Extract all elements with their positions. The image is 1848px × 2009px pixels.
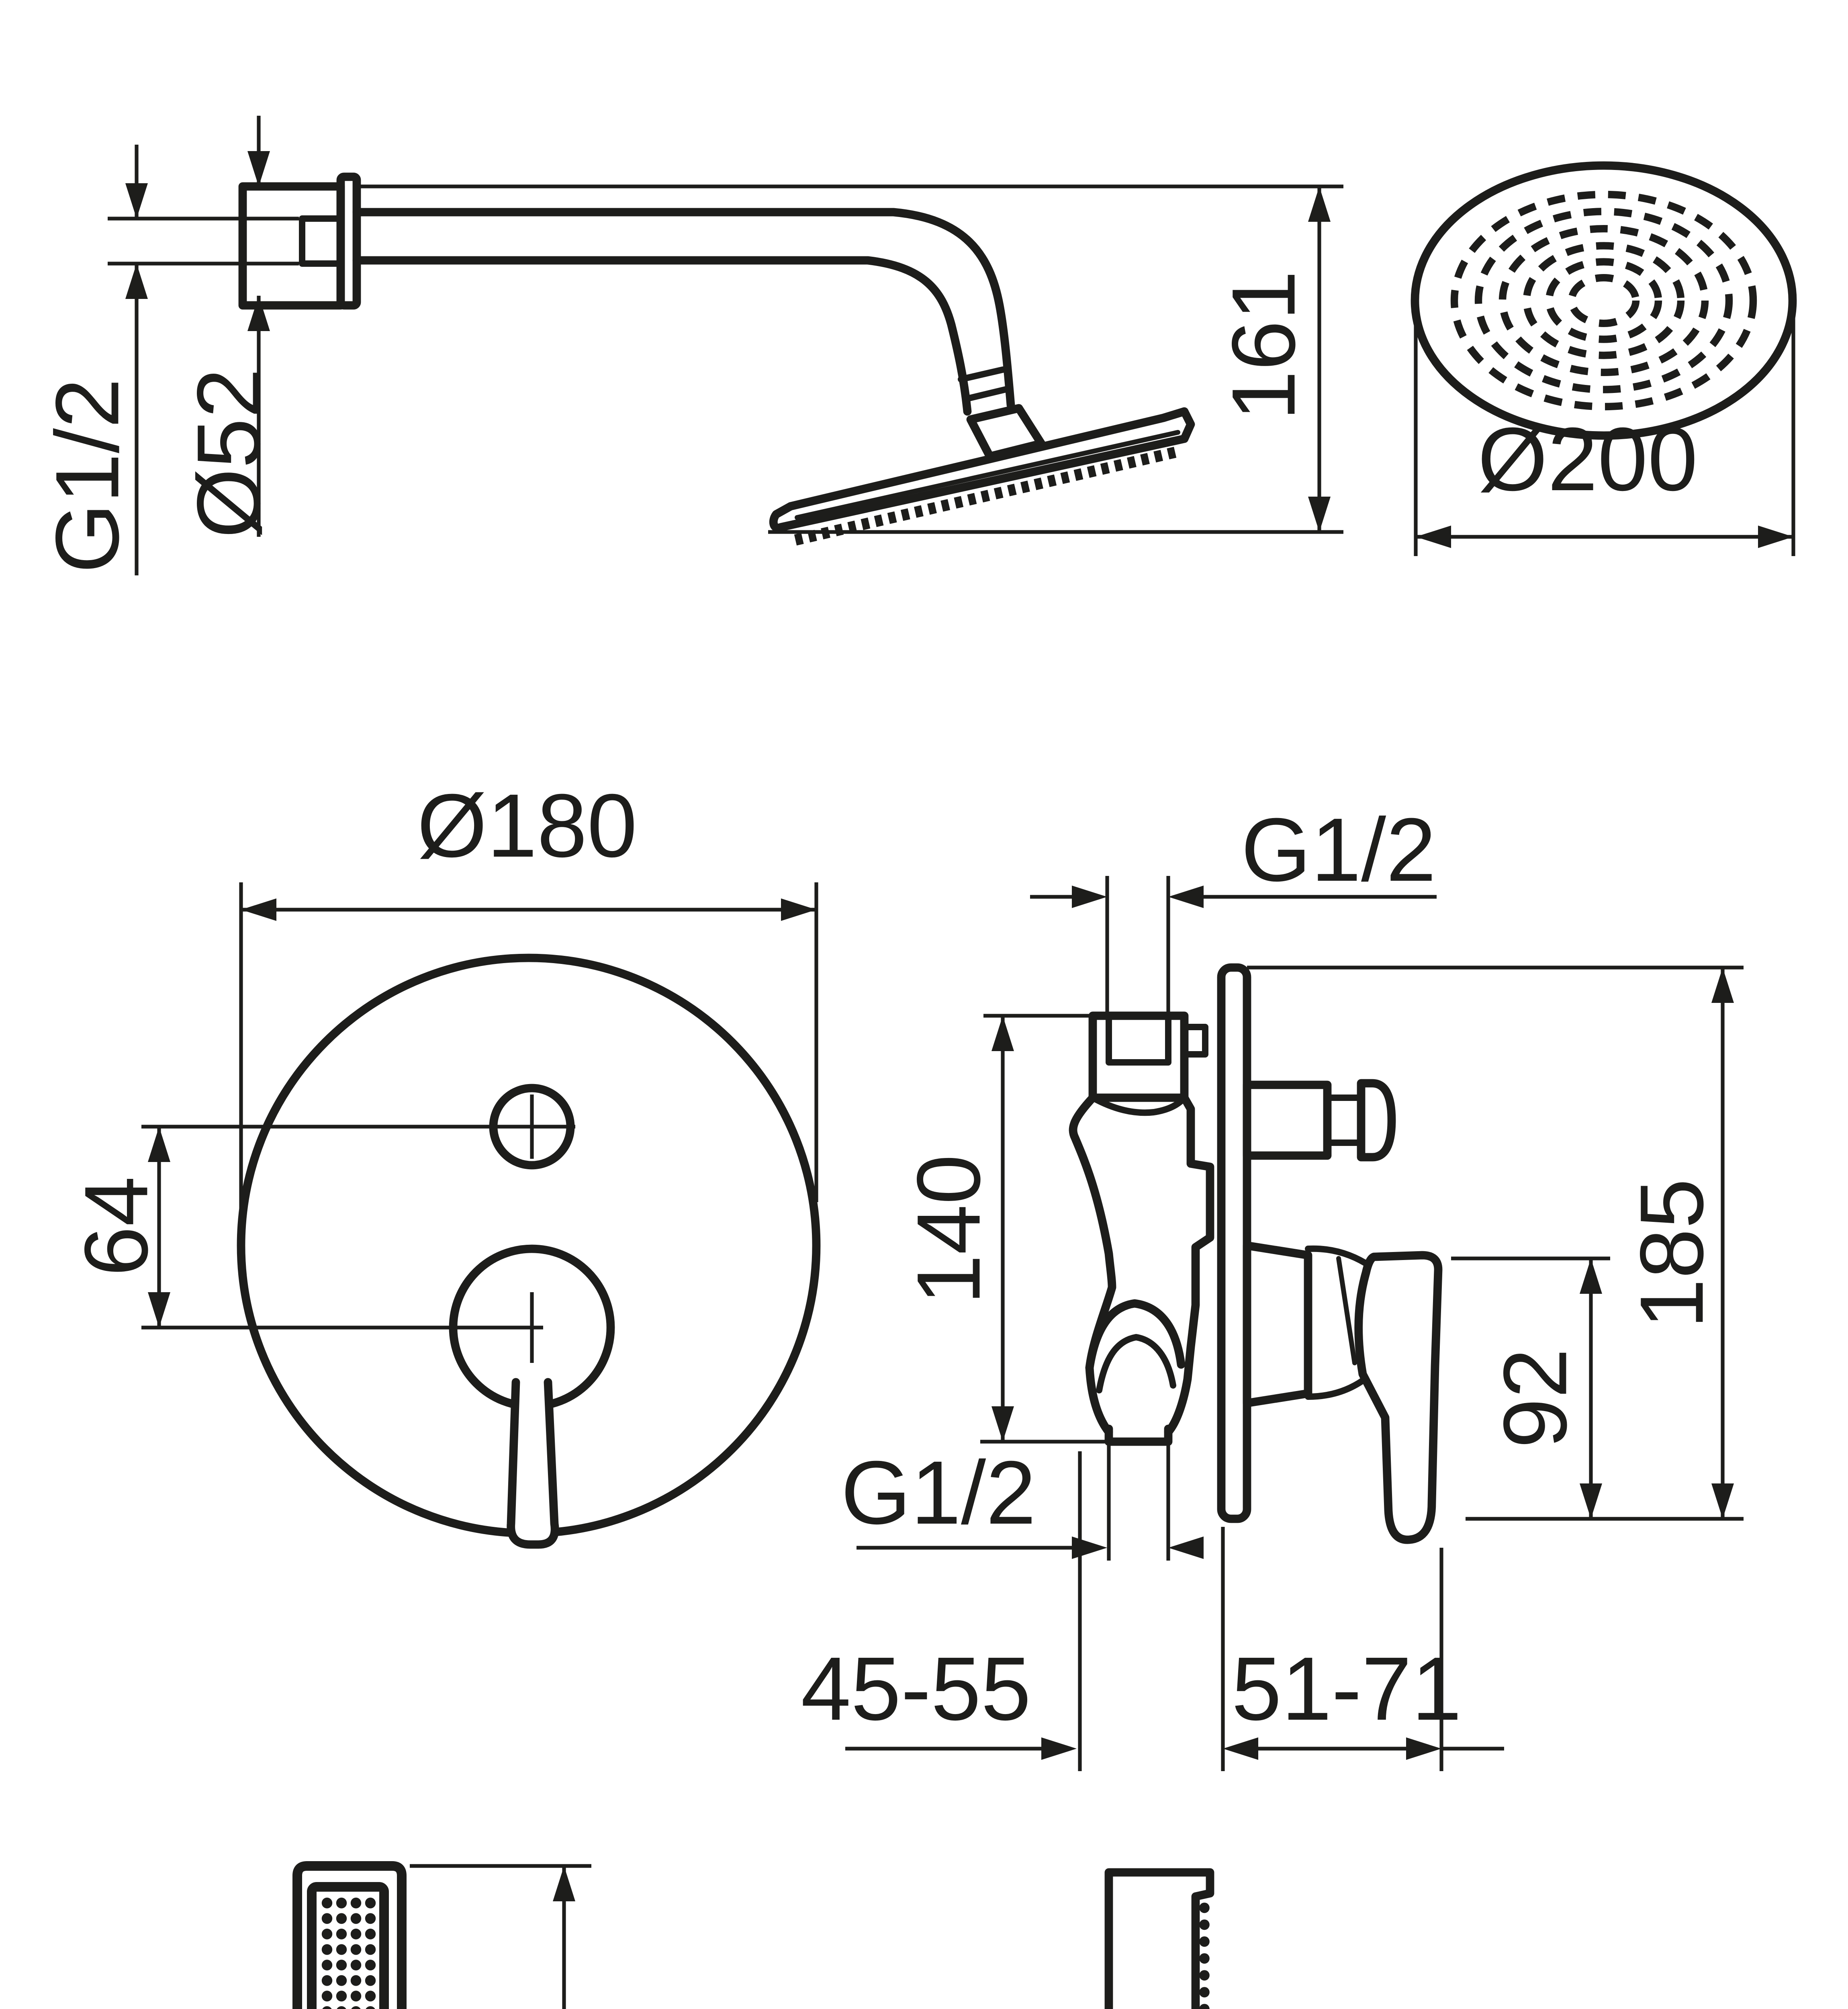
arrowhead [1406, 1737, 1441, 1760]
arrowhead [1711, 1483, 1734, 1519]
arrowhead [1223, 1737, 1258, 1760]
arrowhead [125, 183, 148, 219]
hand-shower-body-side [1104, 1868, 1214, 2009]
view-concealed-mixer-front: Ø180 64 [66, 775, 821, 1549]
view-hand-shower-side: G1/2 [1104, 1868, 1214, 2009]
view-hand-shower-front: 248 G1/2 [292, 1861, 591, 2009]
shower-arm-outer-edge [352, 208, 1015, 409]
arrowhead [1416, 526, 1451, 548]
nozzle-ring [1450, 190, 1757, 411]
wall-thread-nipple [299, 215, 344, 267]
diverter-knob [489, 1084, 575, 1170]
label-head-drop: 161 [1213, 270, 1314, 421]
outlet-swivel-inner [1096, 1334, 1176, 1393]
nozzle-ring [1474, 208, 1733, 393]
nozzle-ring [1545, 258, 1662, 343]
arrowhead [148, 1292, 170, 1328]
arrowhead [1758, 526, 1793, 548]
nozzle-ring [1498, 225, 1709, 376]
arrowhead [781, 898, 816, 921]
arrowhead [991, 1406, 1014, 1442]
arrowhead [1308, 497, 1331, 532]
arrowhead [991, 1016, 1014, 1051]
label-handle-depth: 51-71 [1232, 1639, 1462, 1739]
arrowhead [247, 151, 270, 186]
shower-head-face-line [795, 430, 1180, 520]
arrowhead [1308, 186, 1331, 222]
view-concealed-mixer-side: G1/2 G1/2 140 [801, 800, 1744, 1771]
nozzle-tick-strip [794, 446, 1180, 546]
arrowhead [247, 296, 270, 331]
arrowhead [1580, 1258, 1602, 1294]
arrowhead [125, 264, 148, 299]
label-handle-spacing: 64 [66, 1176, 166, 1276]
body-rear-edge [1069, 1093, 1116, 1372]
inlet-step [1181, 1024, 1208, 1058]
arrowhead [1168, 886, 1204, 908]
head-outline [1411, 161, 1797, 440]
arrowhead [241, 898, 276, 921]
handle-neck-seam [1336, 1256, 1357, 1365]
outlet-pipe-stub [1104, 1424, 1173, 1446]
body-shoulder [1090, 1095, 1188, 1116]
arrowhead [1041, 1737, 1077, 1760]
diverter-cap [1357, 1079, 1396, 1162]
arm-joint-seam [958, 366, 1006, 383]
label-plate-height: 185 [1621, 1178, 1722, 1329]
outlet-swivel-outer [1085, 1299, 1186, 1372]
handle-lever-side [1354, 1251, 1443, 1544]
label-mounting-depth: 45-55 [801, 1639, 1031, 1739]
label-escutcheon-diameter: Ø52 [178, 368, 279, 538]
label-arm-thread: G1/2 [37, 378, 137, 573]
label-inlet-thread: G1/2 [1241, 800, 1436, 900]
handle-lever [507, 1378, 559, 1549]
arrowhead [553, 1866, 575, 1901]
arrowhead [1072, 886, 1107, 908]
label-plate-diameter: Ø180 [417, 775, 637, 876]
spray-face-frame [307, 1882, 389, 2009]
view-overhead-shower-arm-side: G1/2 Ø52 161 [37, 116, 1343, 575]
label-handle-height: 92 [1485, 1348, 1585, 1448]
outlet-spout-edge [1085, 1363, 1113, 1436]
arrowhead [1580, 1483, 1602, 1519]
label-head-diameter: Ø200 [1478, 409, 1698, 509]
arrowhead [148, 1127, 170, 1162]
arm-joint-seam [964, 386, 1011, 402]
body-front-edge [1164, 1093, 1214, 1436]
arrowhead [1711, 968, 1734, 1003]
label-outlet-thread: G1/2 [841, 1442, 1036, 1543]
arrowhead [1168, 1536, 1204, 1559]
inlet-recess [1106, 1013, 1171, 1066]
view-overhead-shower-head-top: Ø200 [1411, 161, 1797, 556]
handle-neck-top [1305, 1245, 1374, 1270]
label-body-height: 140 [898, 1154, 999, 1305]
nozzle-ring [1523, 242, 1685, 359]
nozzle-ring [1568, 274, 1640, 327]
